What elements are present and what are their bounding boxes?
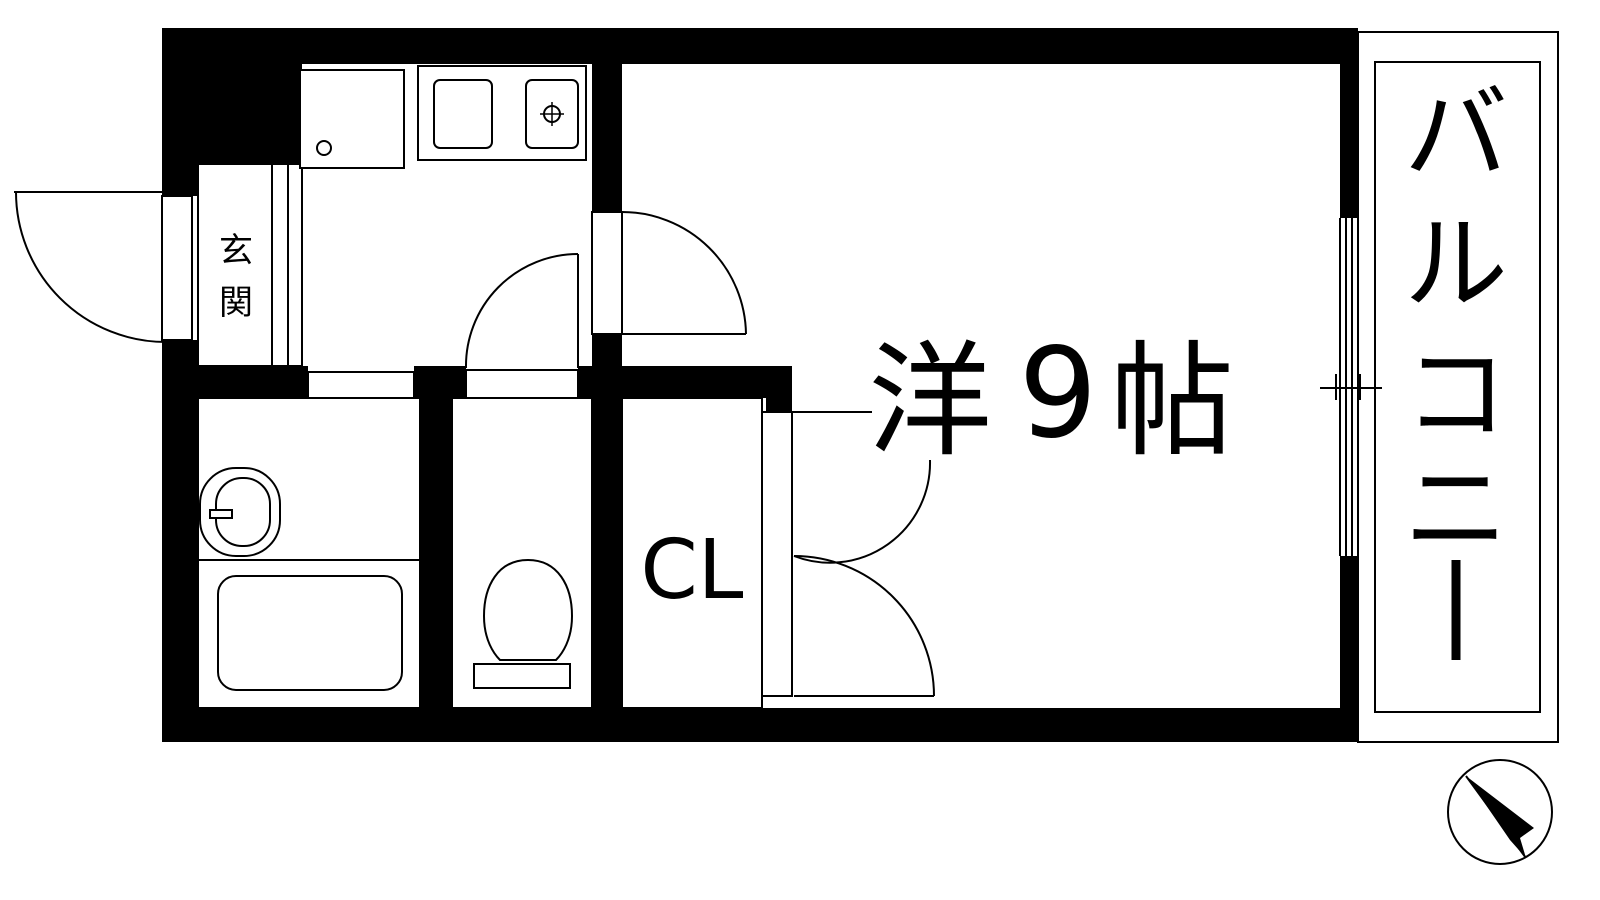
balcony-char: ル [1404,203,1508,325]
western-room: 洋 9 帖 [868,322,1234,474]
closet: CL [621,397,763,709]
entrance: 玄 関 [14,64,303,367]
exterior-walls [162,28,1358,742]
closet-doors[interactable] [761,411,935,697]
entrance-door[interactable] [14,191,193,343]
room-label-unit: 帖 [1110,330,1234,474]
balcony-window[interactable] [1320,218,1382,556]
north-arrow-icon [1447,759,1553,865]
balcony-char: バ [1404,73,1508,195]
kitchen [299,65,587,169]
toilet-room [451,397,593,709]
balcony-char: ニ [1404,448,1508,570]
refrigerator-space [299,69,405,169]
washbasin-icon [199,467,281,557]
bathroom [197,397,421,709]
stove-icon [525,79,579,149]
kitchen-room-door[interactable] [591,211,747,335]
room-label-number: 9 [1019,322,1098,466]
interior-walls [162,28,792,708]
kitchen-counter [417,65,587,161]
toilet-icon [473,558,574,689]
entrance-label-1: 玄 [219,231,253,271]
closet-label: CL [641,523,744,618]
toilet-door[interactable] [464,253,579,399]
bathtub-icon [217,575,403,691]
balcony-label: バ ル コ ニ [1404,73,1508,660]
balcony-char: コ [1404,333,1508,455]
room-label-kanji: 洋 [868,330,992,474]
entrance-label-2: 関 [219,283,253,323]
